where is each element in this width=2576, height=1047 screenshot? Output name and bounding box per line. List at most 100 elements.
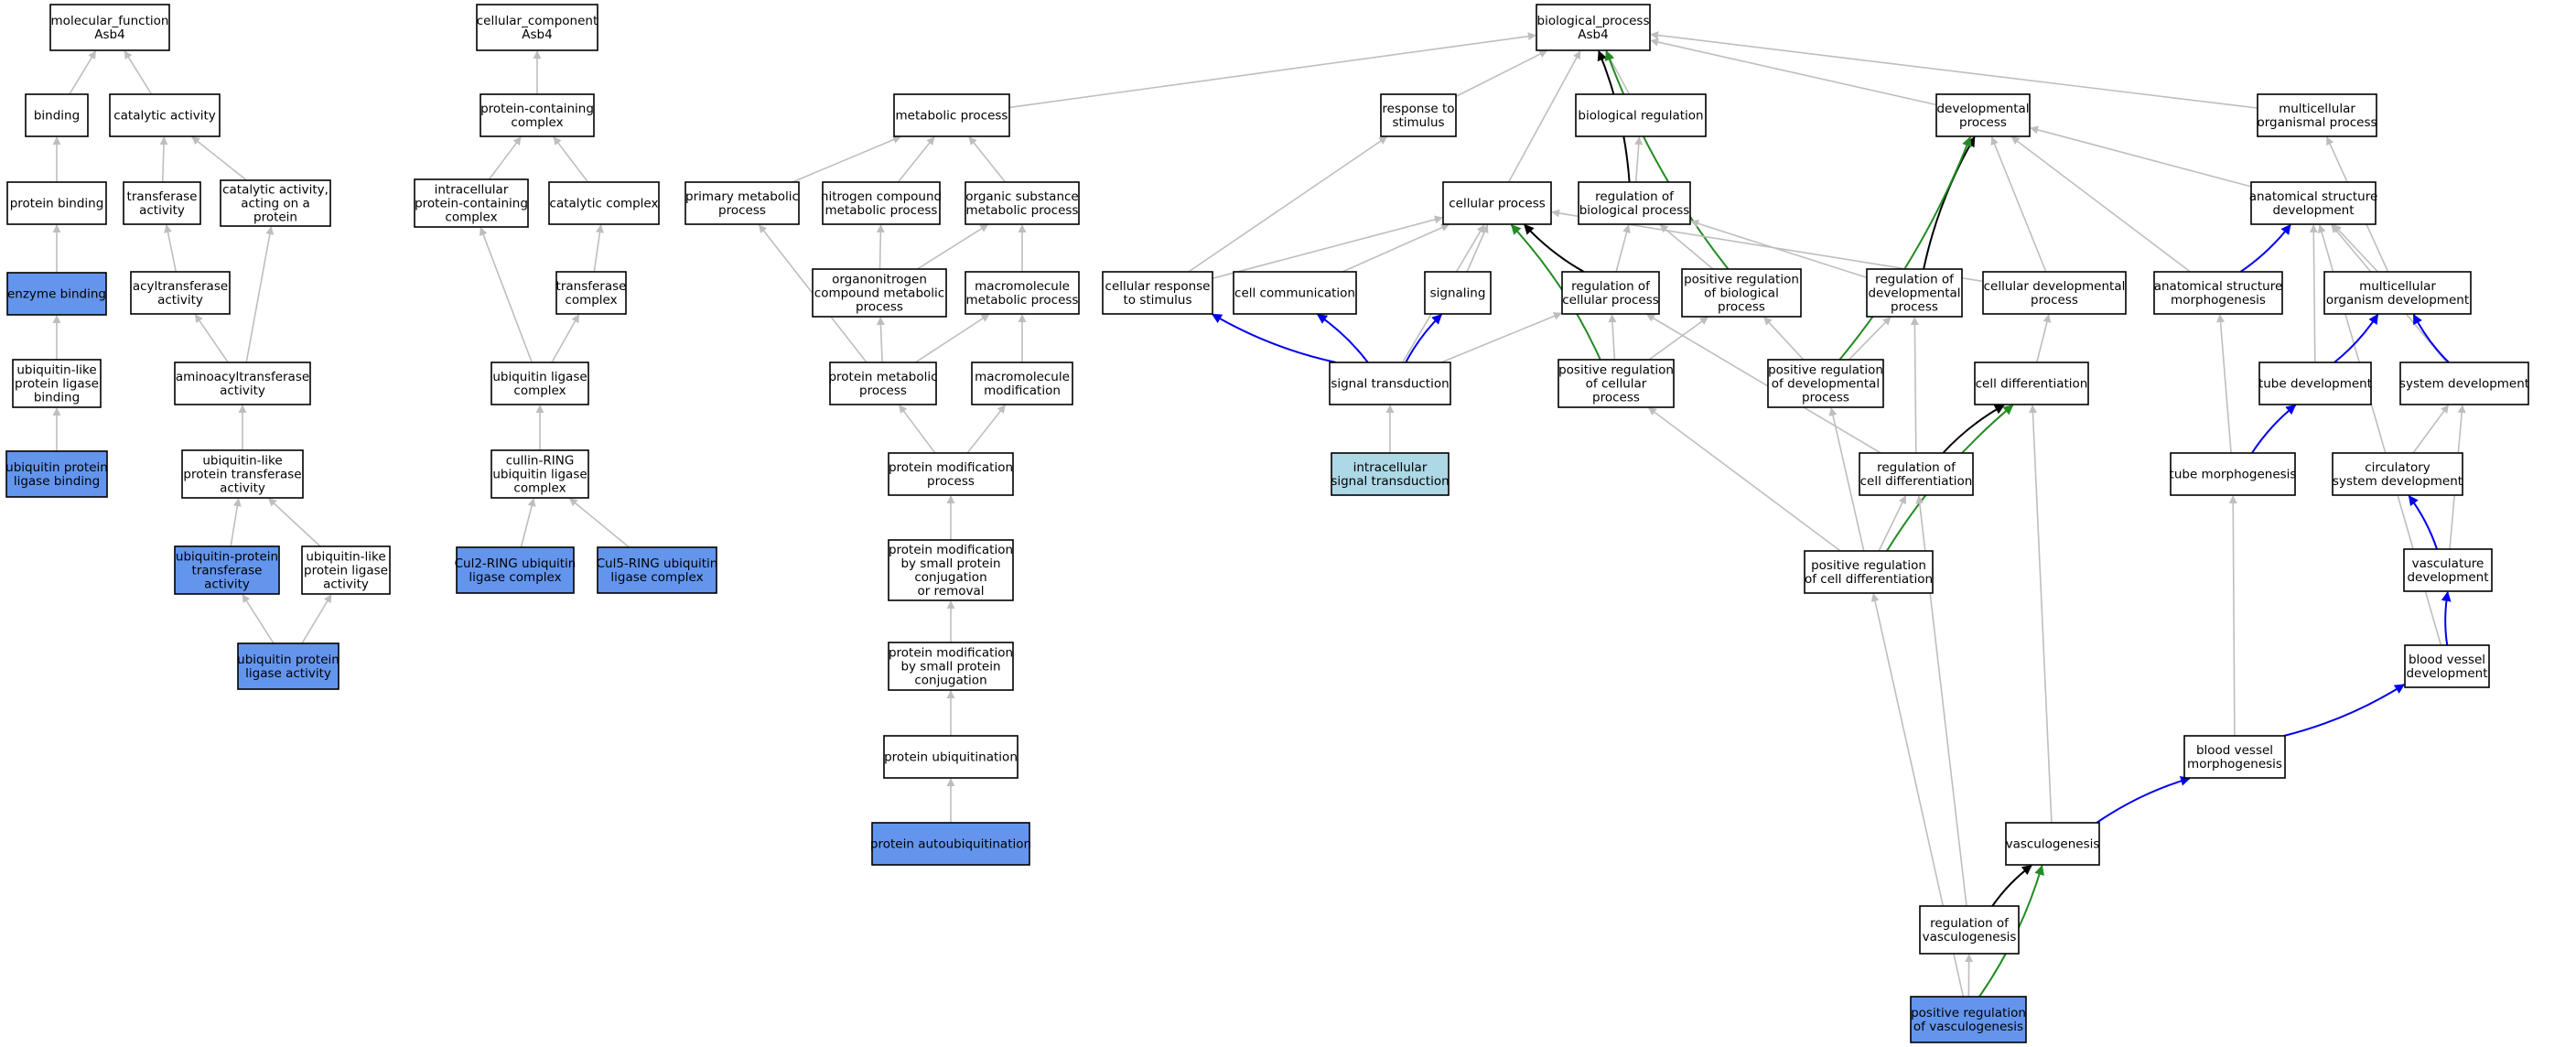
node-protein-autoubiquitination[interactable]: protein autoubiquitination: [870, 822, 1031, 866]
node-box: [1910, 996, 2027, 1043]
node-box: [1102, 271, 1213, 315]
node-label-line: catalytic complex: [550, 197, 659, 211]
node-cell-communication[interactable]: cell communication: [1233, 271, 1357, 315]
edge-is-a-blood-vessel-morph-to-tube-morph: [2228, 495, 2237, 737]
node-binding[interactable]: binding: [25, 93, 89, 137]
node-label-line: compound metabolic: [814, 286, 944, 301]
node-metabolic[interactable]: metabolic process: [893, 93, 1010, 137]
node-label-line: biological process: [1579, 203, 1690, 218]
node-label-line: catalytic activity: [113, 109, 216, 124]
node-bio-regulation[interactable]: biological regulation: [1575, 93, 1707, 137]
node-catalytic[interactable]: catalytic activity: [109, 93, 221, 137]
node-label-line: protein ligase: [15, 377, 99, 392]
node-protein-ubiquitination[interactable]: protein ubiquitination: [883, 735, 1019, 779]
node-label-line: of vasculogenesis: [1913, 1020, 2023, 1034]
edge-is-a-signal-transduction-to-reg-cellular: [1440, 312, 1562, 363]
node-label-line: ligase complex: [469, 570, 561, 585]
node-label-line: regulation of: [1930, 916, 2010, 931]
edge-is-a-primary-metabolic-to-metabolic: [792, 135, 902, 183]
node-tube-dev[interactable]: tube development: [2258, 362, 2372, 405]
edge-is-a-intracellular-complex-to-protein-complex: [488, 136, 522, 180]
node-label-line: protein autoubiquitination: [870, 837, 1031, 852]
node-label-line: complex: [511, 115, 563, 130]
node-label-line: positive regulation: [1811, 558, 1926, 573]
node-box: [1575, 93, 1707, 137]
node-signaling[interactable]: signaling: [1424, 271, 1492, 315]
node-tube-morph[interactable]: tube morphogenesis: [2170, 452, 2297, 496]
node-label-line: intracellular: [1353, 460, 1428, 475]
edge-is-a-pos-reg-cellular-to-pos-reg-bio: [1648, 316, 1708, 361]
node-catalytic-complex[interactable]: catalytic complex: [548, 181, 660, 225]
node-signal-transduction[interactable]: signal transduction: [1329, 362, 1451, 405]
node-box: [1233, 271, 1357, 315]
node-box: [6, 181, 107, 225]
node-label-line: organism development: [2326, 293, 2469, 308]
node-cell-diff[interactable]: cell differentiation: [1974, 362, 2089, 405]
node-label-line: to stimulus: [1124, 293, 1192, 308]
node-label-line: morphogenesis: [2171, 293, 2266, 308]
node-label-line: process: [856, 300, 903, 315]
node-enzyme-binding[interactable]: enzyme binding: [6, 272, 107, 316]
node-system-dev[interactable]: system development: [2399, 362, 2529, 405]
node-cellular-process[interactable]: cellular process: [1442, 181, 1552, 225]
node-label-line: intracellular: [435, 183, 509, 198]
node-protein-binding[interactable]: protein binding: [6, 181, 107, 225]
node-label-line: ubiquitin-like: [16, 363, 96, 378]
node-vasculogenesis[interactable]: vasculogenesis: [2005, 822, 2100, 866]
node-label-line: cellular_component: [477, 14, 598, 28]
